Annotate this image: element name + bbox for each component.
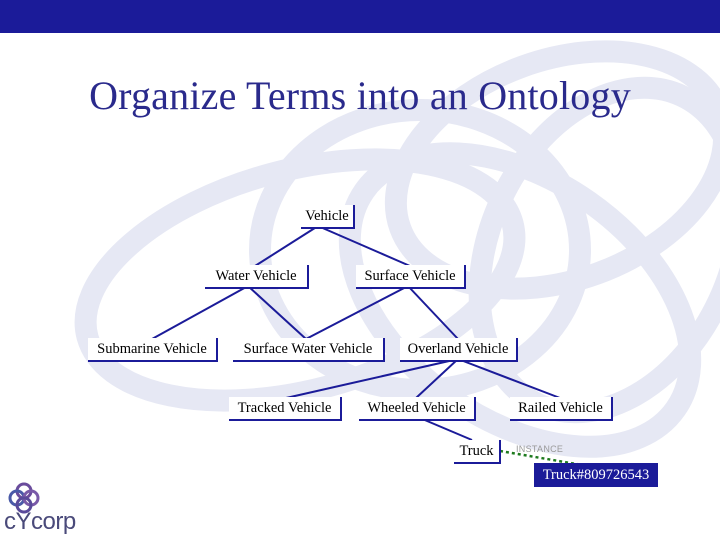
cycorp-logo-icon — [8, 482, 40, 514]
node-vehicle: Vehicle — [301, 205, 355, 229]
node-overland-vehicle: Overland Vehicle — [400, 338, 518, 362]
edge-water-submarine — [151, 285, 249, 340]
instance-label: INSTANCE — [516, 444, 564, 454]
slide-title: Organize Terms into an Ontology — [89, 73, 631, 118]
node-surface-vehicle: Surface Vehicle — [356, 265, 466, 289]
node-railed-vehicle: Railed Vehicle — [510, 397, 613, 421]
node-water-vehicle: Water Vehicle — [205, 265, 309, 289]
header-bar — [0, 0, 720, 33]
node-submarine-vehicle: Submarine Vehicle — [88, 338, 218, 362]
node-surface-water-vehicle: Surface Water Vehicle — [233, 338, 385, 362]
node-tracked-vehicle: Tracked Vehicle — [229, 397, 342, 421]
node-wheeled-vehicle: Wheeled Vehicle — [359, 397, 476, 421]
edge-overland-railed — [457, 358, 561, 399]
edge-overland-tracked — [285, 358, 459, 399]
node-truck: Truck — [454, 440, 501, 464]
edge-surface-overland — [407, 285, 459, 340]
edge-vehicle-water — [254, 225, 319, 267]
node-truck-instance: Truck#809726543 — [534, 463, 658, 487]
logo-text: cYcorp — [4, 508, 76, 535]
edge-overland-wheeled — [415, 358, 459, 399]
edge-water-surfacewater — [247, 285, 307, 340]
edge-vehicle-surface — [317, 225, 411, 267]
edge-surface-surfacewater — [305, 285, 409, 340]
edge-wheeled-truck — [419, 417, 473, 441]
